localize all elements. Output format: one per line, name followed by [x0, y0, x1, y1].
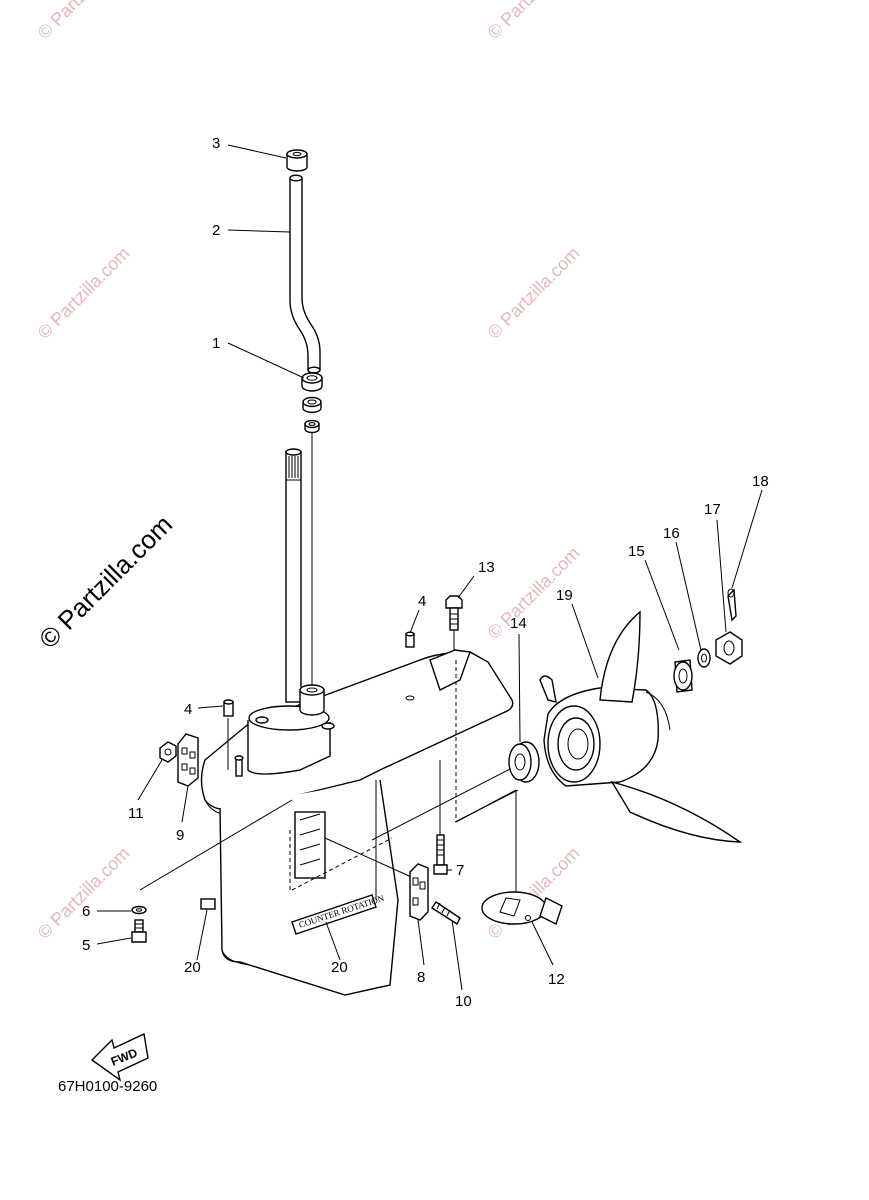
part-10-screw	[431, 901, 461, 926]
callout-20-decal: 20	[331, 959, 348, 976]
watermark: © Partzilla.com	[34, 0, 134, 43]
drive-shaft	[285, 448, 302, 703]
watermark: © Partzilla.com	[484, 843, 584, 943]
callout-14: 14	[510, 615, 527, 632]
watermark: © Partzilla.com	[484, 243, 584, 343]
callout-leaders	[96, 144, 763, 991]
callout-8: 8	[417, 969, 425, 986]
part-5-bolt	[131, 919, 147, 943]
callout-17: 17	[704, 501, 721, 518]
part-9-anode	[177, 733, 199, 787]
callout-4-upper: 4	[418, 593, 426, 610]
part-14-thrust-washer	[508, 741, 540, 783]
callout-18: 18	[752, 473, 769, 490]
part-8-anode	[409, 863, 429, 921]
part-17-castle-nut	[715, 631, 743, 665]
callout-2: 2	[212, 222, 220, 239]
assembly-lines	[139, 760, 519, 900]
callout-12: 12	[548, 971, 565, 988]
part-15-spacer	[673, 659, 693, 693]
part-11-nut	[159, 741, 177, 763]
watermark-large: © Partzilla.com	[33, 509, 178, 654]
part-3-cap	[286, 149, 308, 172]
part-16-washer	[697, 648, 711, 668]
callout-15: 15	[628, 543, 645, 560]
callout-9: 9	[176, 827, 184, 844]
callout-13: 13	[478, 559, 495, 576]
part-19-propeller	[539, 610, 743, 843]
callout-1: 1	[212, 335, 220, 352]
callout-3: 3	[212, 135, 220, 152]
anode-mount-bolt	[234, 755, 244, 777]
watermark: © Partzilla.com	[484, 0, 584, 43]
callout-11: 11	[128, 805, 144, 822]
part-6-washer	[131, 905, 147, 915]
watermark: © Partzilla.com	[34, 843, 134, 943]
lower-unit-housing: COUNTER ROTATION	[200, 649, 514, 996]
part-12-trim-tab	[481, 891, 563, 925]
callout-20-side: 20	[184, 959, 201, 976]
part-18-cotter-pin	[727, 588, 737, 622]
part-4-dowel-pin-lower	[223, 699, 234, 770]
callout-5: 5	[82, 937, 90, 954]
watermark: © Partzilla.com	[34, 243, 134, 343]
callout-7: 7	[456, 862, 464, 879]
part-7-bolt	[433, 834, 448, 875]
callout-labels: 1 2 3 4 4 5 6 7 8 9 10 11 12 13 14 15 16…	[82, 135, 769, 1010]
part-13-bolt	[445, 595, 463, 650]
part-2-water-tube	[289, 174, 321, 374]
part-1-grommet-set	[301, 372, 323, 434]
fwd-arrow: FWD	[90, 1032, 149, 1082]
callout-6: 6	[82, 903, 90, 920]
callout-10: 10	[455, 993, 472, 1010]
callout-16: 16	[663, 525, 680, 542]
callout-19: 19	[556, 587, 573, 604]
callout-4-lower: 4	[184, 701, 192, 718]
diagram-reference-code: 67H0100-9260	[58, 1078, 157, 1095]
part-4-dowel-pin-upper	[405, 631, 415, 648]
